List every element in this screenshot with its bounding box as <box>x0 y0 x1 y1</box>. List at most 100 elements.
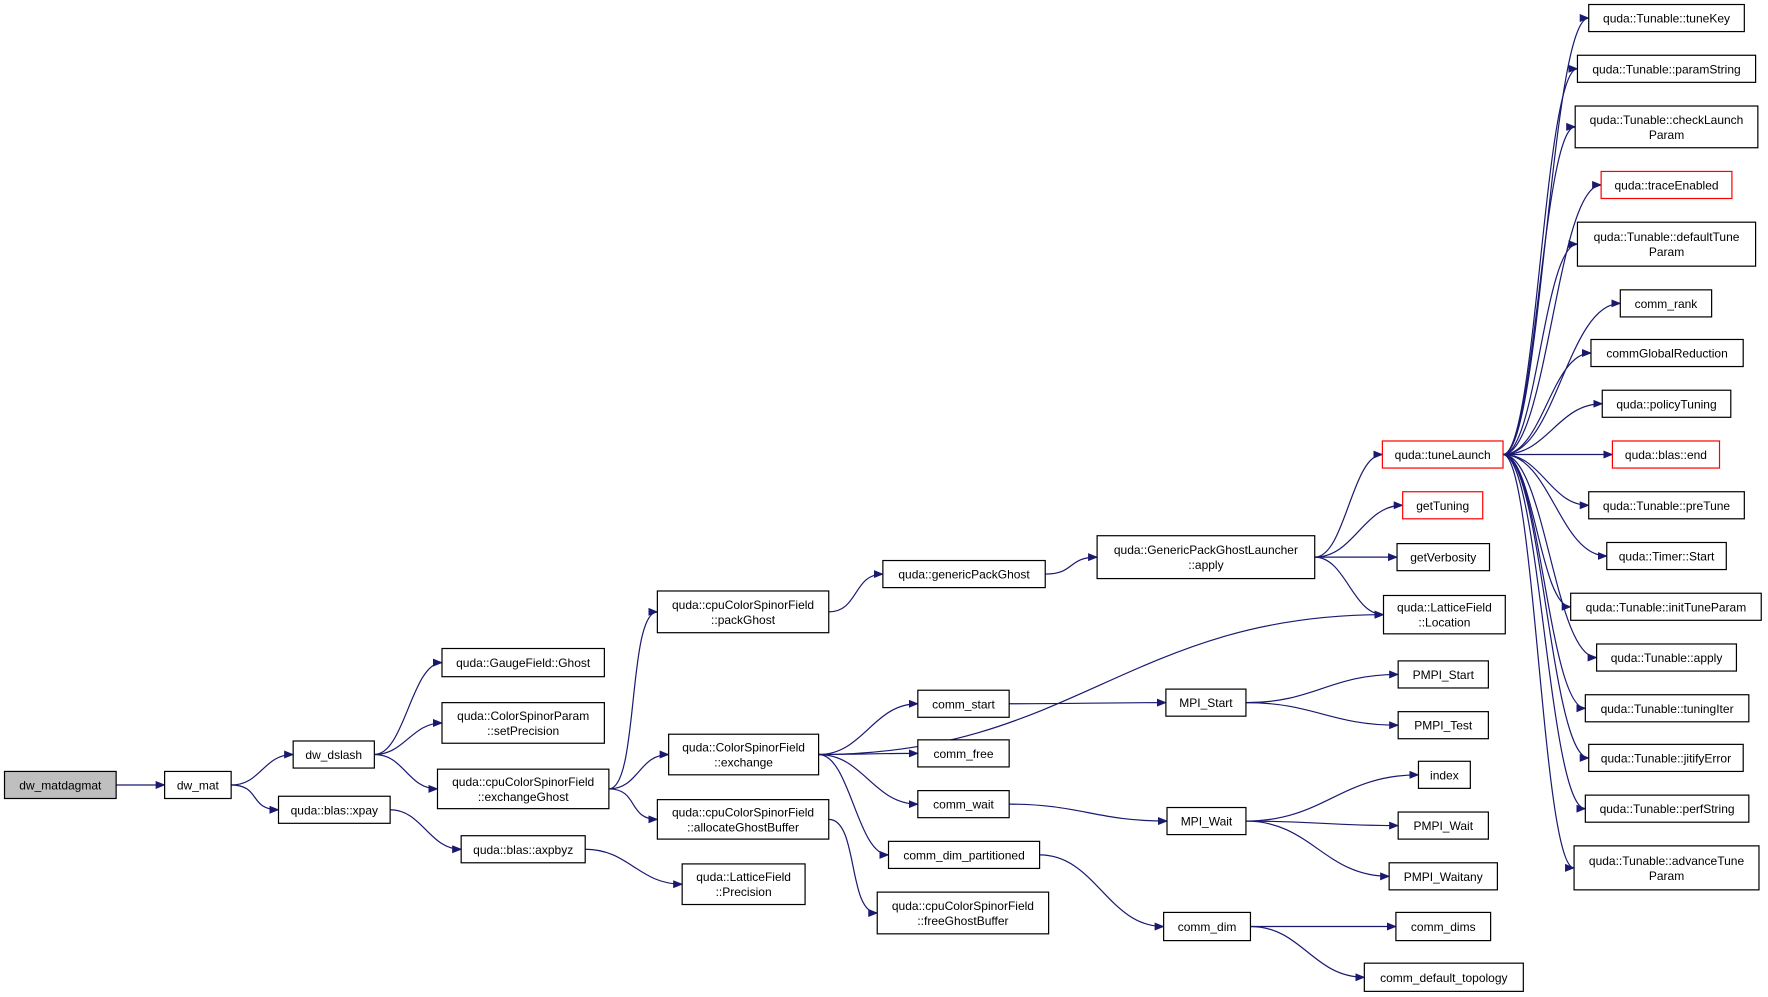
node-label-line: quda::Tunable::apply <box>1611 651 1723 665</box>
node-box <box>1573 845 1760 891</box>
node-comm-wait[interactable]: comm_wait <box>917 790 1010 819</box>
node-traceenabled[interactable]: quda::traceEnabled <box>1600 170 1733 200</box>
edge-mpi_wait-to-pmpi_wait <box>1245 820 1400 830</box>
edge-dw_dslash-to-gauge_ghost <box>374 658 443 756</box>
node-blas-xpay[interactable]: quda::blas::xpay <box>277 795 391 824</box>
edge-csf_exchange-to-comm_start <box>818 699 919 756</box>
node-label-line: PMPI_Wait <box>1413 819 1473 833</box>
node-blas-end[interactable]: quda::blas::end <box>1611 440 1721 469</box>
node-box <box>1596 643 1738 672</box>
edges-layer <box>116 14 1622 982</box>
node-csp-setprecision[interactable]: quda::ColorSpinorParam::setPrecision <box>441 702 605 744</box>
node-policytuning[interactable]: quda::policyTuning <box>1601 389 1732 418</box>
node-lf-location[interactable]: quda::LatticeField::Location <box>1382 594 1506 635</box>
node-box <box>164 770 232 800</box>
node-pmpi-waitany[interactable]: PMPI_Waitany <box>1388 862 1498 891</box>
node-label-line: quda::blas::end <box>1625 448 1707 462</box>
node-label-line: quda::cpuColorSpinorField <box>672 598 814 612</box>
node-t-tuningiter[interactable]: quda::Tunable::tuningIter <box>1584 694 1750 723</box>
edge-mpi_wait-to-pmpi_waitany <box>1245 820 1391 881</box>
node-comm-dim-partitioned[interactable]: comm_dim_partitioned <box>887 840 1041 870</box>
node-getverbosity[interactable]: getVerbosity <box>1396 543 1491 572</box>
edge-tunelaunch-to-t_advancetuneparam <box>1502 453 1576 872</box>
edge-dw_dslash-to-cpu_exchangeghost <box>374 753 439 793</box>
node-dw-matdagmat[interactable]: dw_matdagmat <box>3 770 117 800</box>
node-pmpi-test[interactable]: PMPI_Test <box>1397 711 1489 740</box>
node-blas-axpbyz[interactable]: quda::blas::axpbyz <box>460 835 586 864</box>
node-label-line: getVerbosity <box>1410 551 1476 565</box>
node-t-paramstring[interactable]: quda::Tunable::paramString <box>1576 54 1757 83</box>
node-mpi-start[interactable]: MPI_Start <box>1165 688 1247 717</box>
node-gettuning[interactable]: getTuning <box>1402 491 1484 520</box>
node-label-line: MPI_Wait <box>1181 815 1233 829</box>
node-label-line: quda::traceEnabled <box>1614 178 1718 192</box>
edge-dw_mat-to-dw_dslash <box>231 750 295 786</box>
node-cpu-packghost[interactable]: quda::cpuColorSpinorField::packGhost <box>656 590 830 634</box>
node-lf-precision[interactable]: quda::LatticeField::Precision <box>681 863 806 906</box>
node-box <box>460 835 586 864</box>
node-comm-default-topology[interactable]: comm_default_topology <box>1363 962 1524 992</box>
node-box <box>656 799 830 840</box>
node-label-line: comm_dim_partitioned <box>903 848 1024 862</box>
edge-gpgl_apply-to-lf_location <box>1314 556 1385 619</box>
node-dw-mat[interactable]: dw_mat <box>164 770 232 800</box>
node-pmpi-wait[interactable]: PMPI_Wait <box>1397 811 1489 840</box>
node-box <box>656 590 830 634</box>
node-label-line: getTuning <box>1416 499 1469 513</box>
node-t-inittuneparam[interactable]: quda::Tunable::initTuneParam <box>1570 592 1762 621</box>
node-label-line: PMPI_Waitany <box>1404 870 1483 884</box>
node-genericpackghost[interactable]: quda::genericPackGhost <box>882 559 1046 589</box>
node-box <box>1397 811 1489 840</box>
node-comm-start[interactable]: comm_start <box>917 689 1010 718</box>
node-commglobalreduction[interactable]: commGlobalReduction <box>1590 338 1744 368</box>
node-box <box>1601 389 1732 418</box>
node-pmpi-start[interactable]: PMPI_Start <box>1397 660 1489 689</box>
node-label-line: Param <box>1649 869 1684 883</box>
node-gauge-ghost[interactable]: quda::GaugeField::Ghost <box>441 647 605 678</box>
node-box <box>1395 911 1492 942</box>
node-t-apply[interactable]: quda::Tunable::apply <box>1596 643 1738 672</box>
node-comm-dim[interactable]: comm_dim <box>1163 911 1252 942</box>
node-mpi-wait[interactable]: MPI_Wait <box>1166 806 1247 836</box>
node-tunelaunch[interactable]: quda::tuneLaunch <box>1381 440 1504 469</box>
node-timer-start[interactable]: quda::Timer::Start <box>1606 541 1727 571</box>
edge-tunelaunch-to-t_tuningiter <box>1502 453 1587 713</box>
node-label-line: ::setPrecision <box>487 724 559 738</box>
edge-cpu_exchangeghost-to-csf_exchange <box>608 750 670 790</box>
node-box <box>1588 491 1745 520</box>
node-gpgl-apply[interactable]: quda::GenericPackGhostLauncher::apply <box>1096 535 1316 580</box>
node-label-line: PMPI_Test <box>1414 719 1473 733</box>
node-t-perfstring[interactable]: quda::Tunable::perfString <box>1584 794 1750 823</box>
node-cpu-allocateghostbuffer[interactable]: quda::cpuColorSpinorField::allocateGhost… <box>656 799 830 840</box>
node-comm-rank[interactable]: comm_rank <box>1619 289 1713 318</box>
edge-csf_exchange-to-comm_dim_partitioned <box>818 753 890 859</box>
edge-tunelaunch-to-t_paramstring <box>1502 64 1579 456</box>
node-t-pretune[interactable]: quda::Tunable::preTune <box>1588 491 1745 520</box>
node-t-jitifyerror[interactable]: quda::Tunable::jitifyError <box>1588 743 1744 773</box>
node-cpu-exchangeghost[interactable]: quda::cpuColorSpinorField::exchangeGhost <box>436 768 610 810</box>
node-label-line: quda::genericPackGhost <box>898 568 1030 582</box>
node-box <box>1163 911 1252 942</box>
node-index[interactable]: index <box>1417 760 1471 789</box>
node-box <box>1166 806 1247 836</box>
node-box <box>1396 543 1491 572</box>
node-box <box>1388 862 1498 891</box>
edge-tunelaunch-to-comm_rank <box>1503 299 1622 456</box>
node-label-line: PMPI_Start <box>1413 668 1475 682</box>
node-t-tunekey[interactable]: quda::Tunable::tuneKey <box>1588 3 1745 33</box>
node-cpu-freeghostbuffer[interactable]: quda::cpuColorSpinorField::freeGhostBuff… <box>876 891 1050 935</box>
nodes-layer: dw_matdagmat dw_mat dw_dslashquda::blas::x… <box>3 3 1762 992</box>
node-label-line: MPI_Start <box>1179 696 1233 710</box>
node-label-line: comm_free <box>933 747 993 761</box>
node-label-line: quda::LatticeField <box>696 870 791 884</box>
node-dw-dslash[interactable]: dw_dslash <box>292 740 375 769</box>
edge-csf_exchange-to-comm_free <box>818 749 919 758</box>
node-csf-exchange[interactable]: quda::ColorSpinorField::exchange <box>668 733 820 776</box>
node-label-line: dw_mat <box>177 778 220 792</box>
node-box <box>1576 221 1757 267</box>
node-comm-free[interactable]: comm_free <box>917 739 1010 768</box>
node-comm-dims[interactable]: comm_dims <box>1395 911 1492 942</box>
